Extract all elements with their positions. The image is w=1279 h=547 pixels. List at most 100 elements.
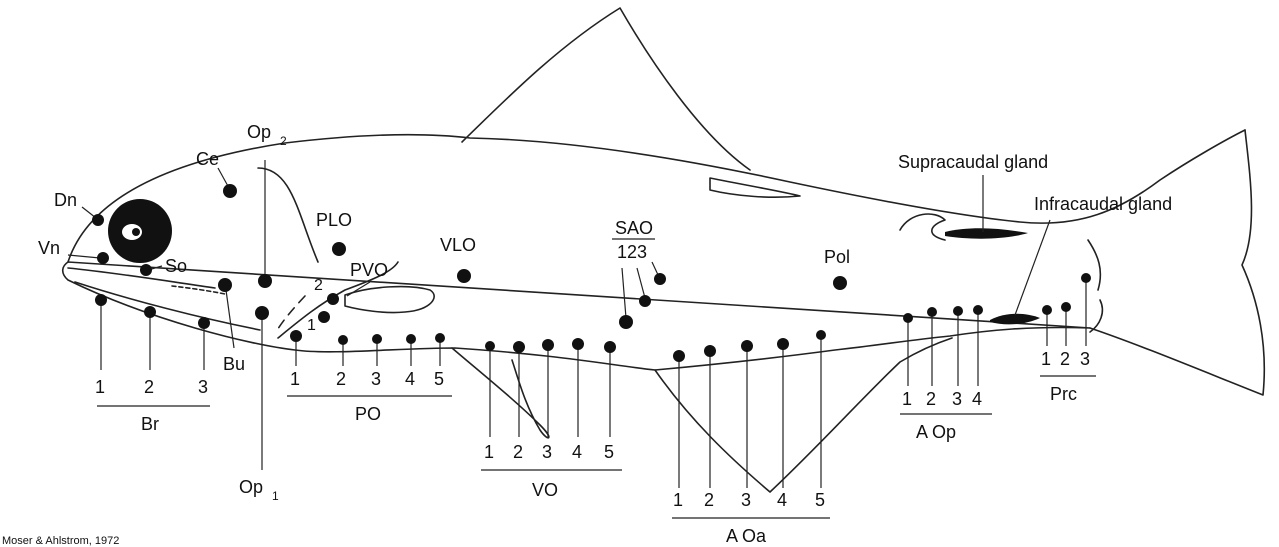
aoa-num-2: 2 — [704, 490, 714, 510]
maxilla-dashes — [172, 286, 225, 294]
vo-photophore-3 — [542, 339, 554, 351]
credit-text: Moser & Ahlstrom, 1972 — [2, 535, 119, 547]
plo-label: PLO — [316, 210, 352, 230]
po-photophore-3 — [372, 334, 382, 344]
sao-leader-1 — [622, 268, 626, 318]
po-photophore-5 — [435, 333, 445, 343]
vo-group-label: VO — [532, 480, 558, 500]
vn-leader — [68, 255, 100, 258]
br-group-label: Br — [141, 414, 159, 434]
op1-photophore — [255, 306, 269, 320]
aoa-num-3: 3 — [741, 490, 751, 510]
vo-num-3: 3 — [542, 442, 552, 462]
ce-label: Ce — [196, 149, 219, 169]
prc-group-label: Prc — [1050, 384, 1077, 404]
eye — [108, 199, 172, 263]
prc-series: 1 2 3 Prc — [1040, 273, 1096, 404]
vlo-label: VLO — [440, 235, 476, 255]
aoa-photophore-5 — [816, 330, 826, 340]
po-series: 1 2 3 4 5 PO — [287, 330, 452, 424]
caudal-ray-lower — [1090, 300, 1102, 332]
pectoral-fin-outline — [345, 287, 434, 313]
prc-num-2: 2 — [1060, 349, 1070, 369]
aoa-num-4: 4 — [777, 490, 787, 510]
plo-photophore — [332, 242, 346, 256]
pvo-photophore-1 — [318, 311, 330, 323]
aoa-num-5: 5 — [815, 490, 825, 510]
prc-num-3: 3 — [1080, 349, 1090, 369]
aoa-photophore-2 — [704, 345, 716, 357]
fish-outline — [63, 8, 1265, 492]
pelvic-fin-outline — [452, 348, 549, 438]
supracaudal-gland-label: Supracaudal gland — [898, 152, 1048, 172]
aop-num-1: 1 — [902, 389, 912, 409]
infracaudal-gland-label: Infracaudal gland — [1034, 194, 1172, 214]
bu-photophore — [218, 278, 232, 292]
aop-num-4: 4 — [972, 389, 982, 409]
br-num-1: 1 — [95, 377, 105, 397]
dorsal-fin-outline — [462, 8, 750, 170]
aop-num-3: 3 — [952, 389, 962, 409]
aop-group-label: A Op — [916, 422, 956, 442]
aop-photophore-1 — [903, 313, 913, 323]
aoa-group-label: A Oa — [726, 526, 767, 546]
dn-label: Dn — [54, 190, 77, 210]
aoa-num-1: 1 — [673, 490, 683, 510]
po-group-label: PO — [355, 404, 381, 424]
br-num-2: 2 — [144, 377, 154, 397]
po-num-2: 2 — [336, 369, 346, 389]
op1-label: Op — [239, 477, 263, 497]
br-num-3: 3 — [198, 377, 208, 397]
pvo-num-1: 1 — [307, 317, 316, 334]
aoa-series: 1 2 3 4 5 A Oa — [672, 330, 830, 546]
body-lower-outline — [63, 262, 1090, 370]
pol-label: Pol — [824, 247, 850, 267]
op2-label: Op — [247, 122, 271, 142]
vn-photophore — [97, 252, 109, 264]
vo-photophore-5 — [604, 341, 616, 353]
po-photophore-1 — [290, 330, 302, 342]
po-photophore-4 — [406, 334, 416, 344]
po-num-3: 3 — [371, 369, 381, 389]
po-num-1: 1 — [290, 369, 300, 389]
ce-photophore — [223, 184, 237, 198]
sao-photophore-1 — [619, 315, 633, 329]
aop-num-2: 2 — [926, 389, 936, 409]
vo-photophore-2 — [513, 341, 525, 353]
vo-photophore-4 — [572, 338, 584, 350]
bu-leader — [226, 290, 234, 348]
so-photophore — [140, 264, 152, 276]
aoa-photophore-3 — [741, 340, 753, 352]
sao-photophore-3 — [654, 273, 666, 285]
br-photophore-1 — [95, 294, 107, 306]
prc-num-1: 1 — [1041, 349, 1051, 369]
vn-label: Vn — [38, 238, 60, 258]
dn-photophore — [92, 214, 104, 226]
vo-num-1: 1 — [484, 442, 494, 462]
aoa-photophore-4 — [777, 338, 789, 350]
preopercle-dashes — [276, 296, 305, 332]
prc-photophore-2 — [1061, 302, 1071, 312]
po-num-4: 4 — [405, 369, 415, 389]
op2-photophore — [258, 274, 272, 288]
aop-series: 1 2 3 4 A Op — [900, 305, 992, 442]
pvo-num-2: 2 — [314, 277, 323, 294]
operculum-line — [258, 168, 318, 262]
pvo-label: PVO — [350, 260, 388, 280]
aoa-photophore-1 — [673, 350, 685, 362]
vlo-photophore — [457, 269, 471, 283]
br-photophore-2 — [144, 306, 156, 318]
aop-photophore-4 — [973, 305, 983, 315]
lower-jaw-line — [75, 282, 260, 330]
supracaudal-gland — [945, 228, 1028, 238]
sao-photophore-2 — [639, 295, 651, 307]
so-label: So — [165, 256, 187, 276]
vo-num-2: 2 — [513, 442, 523, 462]
vo-num-5: 5 — [604, 442, 614, 462]
caudal-ray-upper — [1088, 240, 1100, 290]
po-photophore-2 — [338, 335, 348, 345]
op2-subscript: 2 — [280, 134, 287, 148]
vo-num-4: 4 — [572, 442, 582, 462]
prc-photophore-1 — [1042, 305, 1052, 315]
